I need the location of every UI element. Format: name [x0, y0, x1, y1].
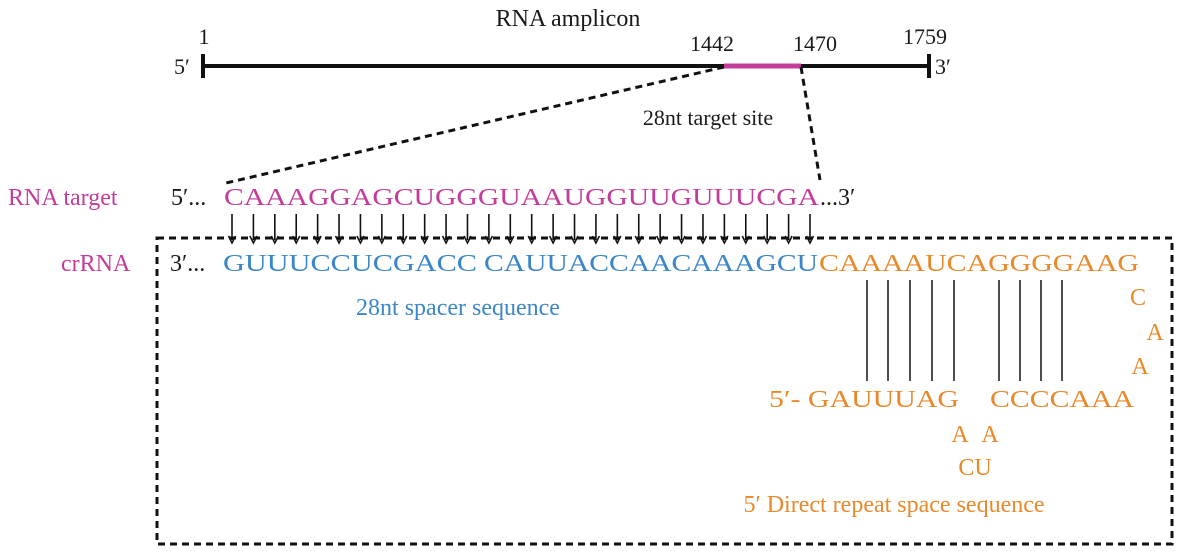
position-target-start: 1442 [690, 31, 734, 56]
spacer-label: 28nt spacer sequence [356, 295, 560, 321]
rna-target-3prime: ...3′ [820, 185, 855, 211]
pairing-arrow-head [570, 235, 579, 245]
direct-repeat-bottom-left: 5′- GAUUUAG [769, 387, 959, 413]
crrna-3prime: 3′... [170, 251, 205, 277]
loop-nucleotide-2: A [1146, 320, 1164, 346]
position-target-end: 1470 [793, 31, 837, 56]
zoom-line-right [799, 66, 822, 181]
zoom-line-left [225, 65, 725, 185]
amplicon-3prime: 3′ [935, 54, 951, 79]
direct-repeat-label: 5′ Direct repeat space sequence [743, 492, 1044, 518]
rna-target-sequence: CAAAGGAGCUGGGUAAUGGUUGUUUCGA [224, 185, 820, 211]
target-site-label: 28nt target site [643, 105, 773, 130]
rna-target-label: RNA target [8, 185, 118, 211]
loop-nucleotide-3: A [1131, 354, 1149, 380]
direct-repeat-top: CAAAAUCAGGGGAAG [819, 251, 1139, 277]
bulge-nucleotide-1: A [951, 422, 969, 448]
amplicon-5prime: 5′ [174, 54, 190, 79]
bulge-bottom: CU [958, 455, 991, 481]
position-end: 1759 [903, 24, 947, 49]
crrna-dashed-box [155, 236, 1174, 546]
crrna-label: crRNA [61, 251, 131, 277]
rna-target-5prime: 5′... [171, 185, 206, 211]
amplicon-title: RNA amplicon [496, 6, 641, 32]
direct-repeat-bottom-right: CCCCAAA [990, 387, 1135, 413]
spacer-sequence-part2: CAUUACCAACAAAGCU [484, 251, 818, 277]
stem-pairing-lines [866, 280, 1063, 381]
loop-nucleotide-1: C [1130, 285, 1146, 311]
position-start: 1 [199, 24, 210, 49]
spacer-sequence-part1: GUUUCCUCGACC [223, 251, 477, 277]
bulge-nucleotide-2: A [981, 422, 999, 448]
